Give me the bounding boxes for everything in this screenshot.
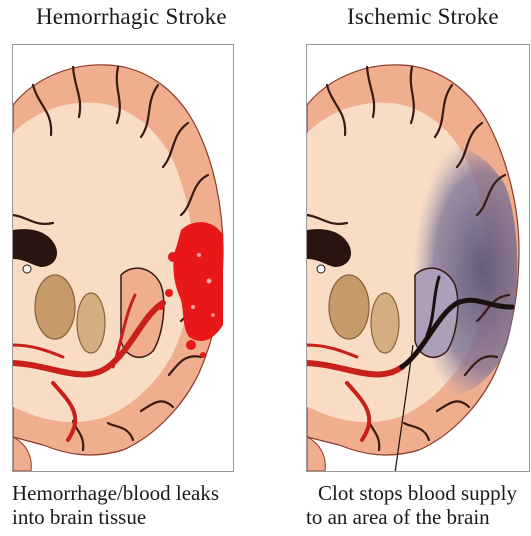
basal-ganglia-2 bbox=[371, 293, 399, 353]
hemorrhagic-brain-panel bbox=[12, 44, 234, 472]
basal-ganglia-1 bbox=[35, 275, 75, 339]
brain-stem-shape bbox=[307, 437, 325, 471]
ischemic-stroke-title: Ischemic Stroke bbox=[347, 4, 499, 30]
ischemic-brain-panel bbox=[306, 44, 530, 472]
hemorrhagic-caption-line1: Hemorrhage/blood leaks bbox=[12, 481, 219, 505]
ventricle-dot bbox=[23, 265, 31, 273]
ischemic-caption-line1: Clot stops blood supply bbox=[318, 481, 517, 505]
ischemic-brain-illustration bbox=[307, 45, 529, 471]
brain-stem-shape bbox=[13, 437, 31, 471]
ventricle-dot bbox=[317, 265, 325, 273]
hemorrhagic-stroke-title: Hemorrhagic Stroke bbox=[36, 4, 227, 30]
hemorrhagic-caption-line2: into brain tissue bbox=[12, 505, 146, 529]
basal-ganglia-1 bbox=[329, 275, 369, 339]
ischemic-caption-line2: to an area of the brain bbox=[306, 505, 490, 529]
basal-ganglia-2 bbox=[77, 293, 105, 353]
hemorrhagic-brain-illustration bbox=[13, 45, 233, 471]
